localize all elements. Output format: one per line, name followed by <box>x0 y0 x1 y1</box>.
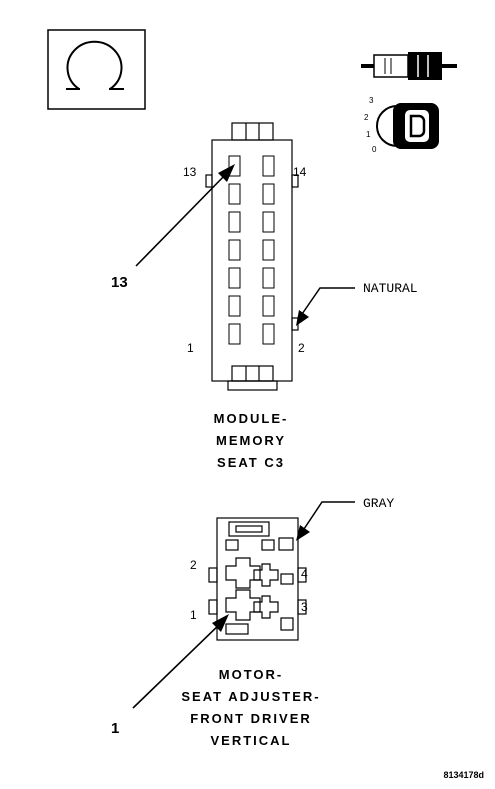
c3-pin-cavity <box>262 323 275 345</box>
c3-pin-1-label: 1 <box>187 341 194 355</box>
key-position-1: 1 <box>366 130 371 139</box>
c3-pin-14-label: 14 <box>293 165 307 179</box>
motor-pin-1-label: 1 <box>190 608 197 622</box>
c3-title-line-3: SEAT C3 <box>217 455 285 470</box>
motor-title-line-4: VERTICAL <box>211 733 292 748</box>
motor-title-line-3: FRONT DRIVER <box>190 711 312 726</box>
c3-pin-cavity <box>262 155 275 177</box>
ignition-key-icon: 3 2 1 0 <box>364 96 439 154</box>
c3-pin-cavity <box>262 183 275 205</box>
motor-callout-arrow <box>132 614 229 709</box>
c3-pin-cavity <box>262 267 275 289</box>
key-position-3: 3 <box>369 96 374 105</box>
c3-color-label: NATURAL <box>363 281 418 296</box>
connector-disconnect-icon <box>361 52 457 80</box>
c3-pin-2-label: 2 <box>298 341 305 355</box>
c3-pin-cavity <box>228 323 241 345</box>
c3-connector-outline <box>205 122 299 391</box>
motor-title-line-2: SEAT ADJUSTER- <box>181 689 320 704</box>
c3-title-line-2: MEMORY <box>216 433 286 448</box>
motor-title-line-1: MOTOR- <box>219 667 283 682</box>
c3-title-line-1: MODULE- <box>214 411 289 426</box>
motor-color-label: GRAY <box>363 496 394 511</box>
c3-pin-cavities <box>228 155 275 345</box>
motor-pin-2-label: 2 <box>190 558 197 572</box>
c3-pin-13-label: 13 <box>183 165 197 179</box>
natural-leader-line <box>296 287 355 326</box>
motor-pin-3-label: 3 <box>301 600 308 614</box>
c3-pin-cavity <box>228 211 241 233</box>
c3-callout-pin-label: 13 <box>111 274 128 291</box>
key-position-0: 0 <box>372 145 377 154</box>
c3-pin-cavity <box>262 295 275 317</box>
motor-pin-4-label: 4 <box>301 567 308 581</box>
c3-pin-cavity <box>228 183 241 205</box>
motor-callout-pin-label: 1 <box>111 720 119 737</box>
c3-pin-cavity <box>228 155 241 177</box>
c3-pin-cavity <box>228 267 241 289</box>
c3-pin-cavity <box>228 239 241 261</box>
c3-pin-cavity <box>262 239 275 261</box>
figure-id: 8134178d <box>443 770 484 780</box>
ohm-symbol-icon <box>47 29 146 110</box>
c3-pin-cavity <box>262 211 275 233</box>
gray-leader-line <box>296 501 355 541</box>
motor-connector-outline <box>208 517 307 641</box>
c3-callout-arrow <box>135 164 235 267</box>
c3-pin-cavity <box>228 295 241 317</box>
key-position-2: 2 <box>364 113 369 122</box>
